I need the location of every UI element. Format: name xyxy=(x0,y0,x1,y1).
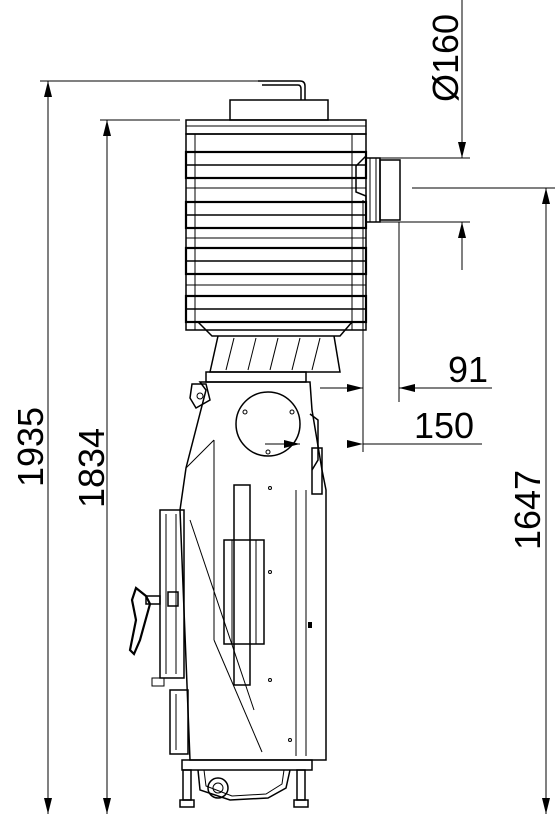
dimension-1834: 1834 xyxy=(71,119,180,814)
dimension-diameter-160: Ø160 xyxy=(380,0,470,270)
front-door xyxy=(159,509,189,755)
dimension-91-label: 91 xyxy=(448,349,488,390)
flue-outlet xyxy=(365,157,401,223)
dimension-150: 150 xyxy=(265,402,482,452)
dimension-91: 91 xyxy=(320,200,492,402)
dimension-1834-label: 1834 xyxy=(71,428,112,508)
dimension-150-label: 150 xyxy=(414,405,474,446)
top-cap xyxy=(185,80,367,135)
stove-body xyxy=(179,381,327,761)
dimension-1647-label: 1647 xyxy=(507,470,548,550)
connecting-neck xyxy=(205,335,341,383)
base xyxy=(179,759,313,808)
dimension-1647: 1647 xyxy=(412,187,555,814)
dimension-1935: 1935 xyxy=(10,80,258,814)
inspection-cover xyxy=(235,391,301,457)
heat-exchanger-stack xyxy=(184,133,368,337)
door-handle xyxy=(128,586,179,687)
dimension-diameter-160-label: Ø160 xyxy=(425,14,466,102)
dimension-1935-label: 1935 xyxy=(10,407,51,487)
